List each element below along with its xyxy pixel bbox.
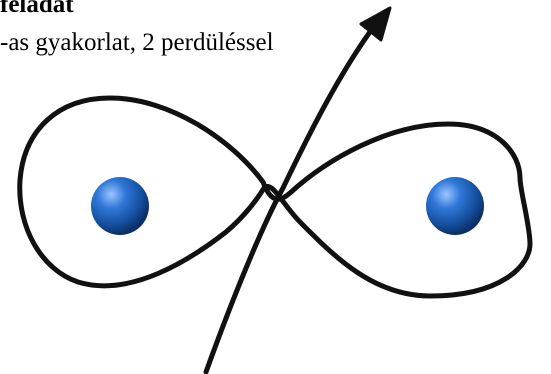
figure-eight-path [17, 95, 533, 299]
right-ball-icon [426, 177, 484, 235]
exercise-subtitle: -as gyakorlat, 2 perdüléssel [0, 29, 274, 56]
arrowhead-icon [359, 6, 392, 42]
left-ball-icon [91, 177, 149, 235]
exercise-title: feladat [0, 0, 74, 18]
arrow-path [203, 22, 378, 374]
